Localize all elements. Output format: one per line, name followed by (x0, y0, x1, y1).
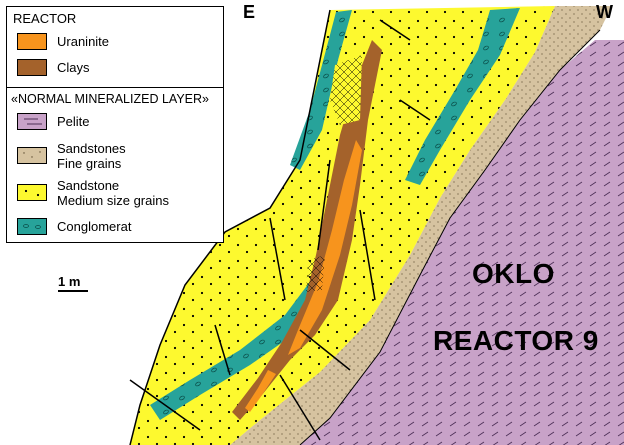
legend: REACTOR Uraninite Clays «NORMAL MINERALI… (6, 6, 224, 243)
title-oklo: OKLO (472, 258, 555, 289)
legend-reactor-heading: REACTOR (13, 11, 77, 26)
medium-sandstone-swatch (17, 184, 47, 201)
pelite-swatch (17, 113, 47, 130)
fine-sandstone-label-2: Fine grains (57, 156, 122, 171)
uraninite-lens (245, 370, 276, 412)
title-reactor-9: REACTOR 9 (433, 325, 599, 356)
medium-sandstone-label-1: Sandstone (57, 178, 120, 193)
conglomerate-swatch (17, 218, 47, 235)
fault-lines (129, 19, 431, 441)
clays-reactor-zone (232, 40, 382, 420)
legend-divider (7, 87, 223, 88)
uraninite-core (288, 140, 362, 355)
uraninite-label: Uraninite (57, 34, 110, 49)
medium-sandstone-label-2: Medium size grains (57, 193, 169, 208)
conglomerate-label: Conglomerat (57, 219, 132, 234)
uraninite-swatch (17, 33, 47, 50)
clays-swatch (17, 59, 47, 76)
pelite-label: Pelite (57, 114, 90, 129)
fine-sandstone-label-1: Sandstones (57, 141, 126, 156)
scale-bar (58, 290, 88, 292)
clays-label: Clays (57, 60, 90, 75)
legend-normal-heading: «NORMAL MINERALIZED LAYER» (11, 92, 209, 106)
scale-label: 1 m (58, 274, 81, 289)
west-label: W (596, 2, 613, 22)
fine-sandstone-swatch (17, 147, 47, 164)
east-label: E (243, 2, 256, 22)
